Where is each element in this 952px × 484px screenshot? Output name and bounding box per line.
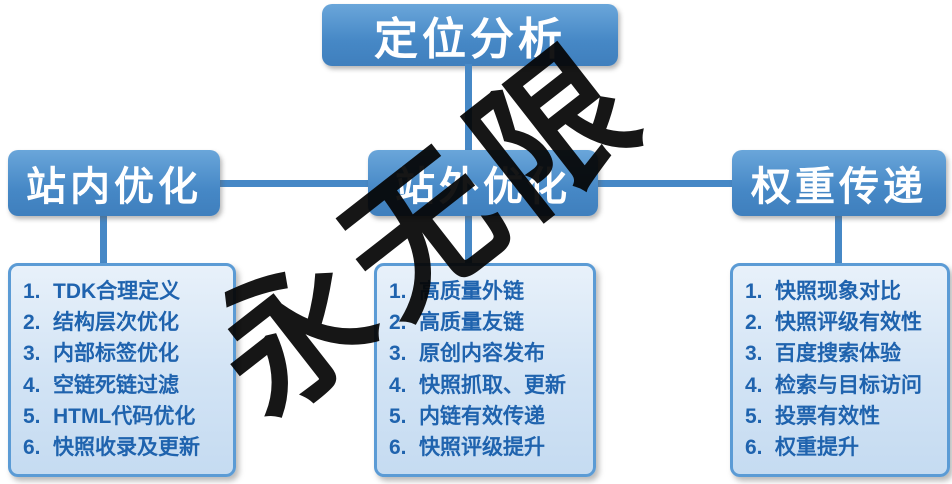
node-label: 站内优化	[26, 165, 202, 209]
list-item: 1. TDK合理定义	[23, 277, 221, 307]
item-text: 快照评级有效性	[775, 311, 922, 335]
item-text: 结构层次优化	[53, 311, 179, 335]
node-label: 站外优化	[395, 165, 571, 209]
connector-offsite-to-weight	[596, 180, 734, 187]
list-item: 3. 内部标签优化	[23, 339, 221, 369]
list-item: 4. 空链死链过滤	[23, 371, 221, 401]
list-item: 1. 高质量外链	[389, 277, 581, 307]
item-text: 权重提升	[775, 435, 859, 459]
list-item: 6. 快照评级提升	[389, 433, 581, 463]
item-number: 5.	[745, 404, 763, 428]
connector-onsite-to-list	[100, 214, 107, 266]
item-number: 6.	[389, 435, 407, 459]
node-label: 定位分析	[374, 15, 566, 64]
item-text: 快照抓取、更新	[419, 373, 566, 397]
item-number: 2.	[389, 311, 407, 335]
item-text: HTML代码优化	[53, 404, 196, 428]
item-number: 1.	[745, 280, 763, 303]
item-text: TDK合理定义	[53, 280, 181, 303]
node-weight-transfer: 权重传递	[732, 150, 946, 216]
list-onsite-optimization: 1. TDK合理定义 2. 结构层次优化 3. 内部标签优化 4. 空链死链过滤…	[8, 263, 236, 477]
item-text: 空链死链过滤	[53, 373, 179, 397]
list-item: 3. 百度搜索体验	[745, 339, 935, 369]
item-text: 高质量外链	[419, 280, 524, 303]
item-text: 高质量友链	[419, 311, 524, 335]
item-text: 内部标签优化	[53, 342, 179, 366]
node-offsite-optimization: 站外优化	[368, 150, 598, 216]
list-item: 4. 检索与目标访问	[745, 371, 935, 401]
list-item: 3. 原创内容发布	[389, 339, 581, 369]
item-number: 4.	[745, 373, 763, 397]
list-item: 2. 快照评级有效性	[745, 308, 935, 338]
item-number: 2.	[745, 311, 763, 335]
node-positioning-analysis: 定位分析	[322, 4, 618, 66]
item-number: 4.	[389, 373, 407, 397]
item-text: 内链有效传递	[419, 404, 545, 428]
item-text: 快照评级提升	[419, 435, 545, 459]
item-number: 6.	[745, 435, 763, 459]
connector-root-to-offsite	[465, 64, 472, 152]
list-item: 2. 结构层次优化	[23, 308, 221, 338]
item-text: 投票有效性	[775, 404, 880, 428]
list-item: 5. 内链有效传递	[389, 402, 581, 432]
item-number: 6.	[23, 435, 41, 459]
item-number: 5.	[389, 404, 407, 428]
node-label: 权重传递	[751, 165, 927, 209]
item-number: 3.	[23, 342, 41, 366]
list-item: 5. 投票有效性	[745, 402, 935, 432]
list-item: 6. 快照收录及更新	[23, 433, 221, 463]
list-item: 1. 快照现象对比	[745, 277, 935, 307]
list-item: 6. 权重提升	[745, 433, 935, 463]
list-offsite-optimization: 1. 高质量外链 2. 高质量友链 3. 原创内容发布 4. 快照抓取、更新 5…	[374, 263, 596, 477]
item-number: 3.	[389, 342, 407, 366]
connector-weight-to-list	[835, 214, 842, 266]
item-text: 快照现象对比	[775, 280, 901, 303]
list-weight-transfer: 1. 快照现象对比 2. 快照评级有效性 3. 百度搜索体验 4. 检索与目标访…	[730, 263, 950, 477]
item-text: 原创内容发布	[419, 342, 545, 366]
item-number: 4.	[23, 373, 41, 397]
item-number: 2.	[23, 311, 41, 335]
item-text: 检索与目标访问	[775, 373, 922, 397]
connector-offsite-to-list	[465, 214, 472, 266]
node-onsite-optimization: 站内优化	[8, 150, 220, 216]
item-text: 百度搜索体验	[775, 342, 901, 366]
item-number: 1.	[389, 280, 407, 303]
connector-onsite-to-offsite	[218, 180, 370, 187]
list-item: 2. 高质量友链	[389, 308, 581, 338]
item-text: 快照收录及更新	[53, 435, 200, 459]
list-item: 5. HTML代码优化	[23, 402, 221, 432]
item-number: 5.	[23, 404, 41, 428]
item-number: 1.	[23, 280, 41, 303]
item-number: 3.	[745, 342, 763, 366]
list-item: 4. 快照抓取、更新	[389, 371, 581, 401]
